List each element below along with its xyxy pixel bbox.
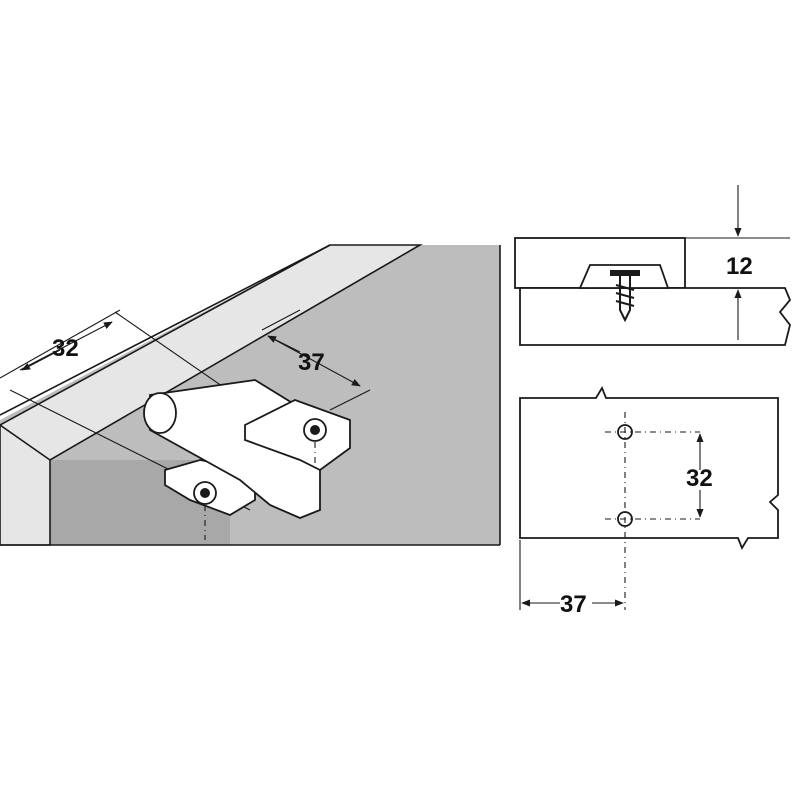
fitting-upper-flange — [244, 399, 351, 472]
fitting-cylinder-end — [143, 392, 177, 434]
fitting-3d — [143, 379, 351, 540]
ext-line-32-a — [0, 309, 121, 379]
plan-board — [519, 385, 779, 551]
perspective-view: 32 37 — [0, 244, 501, 546]
side-fitting-profile — [578, 264, 670, 289]
screw-head-lower — [200, 488, 210, 498]
dim-label-37-perspective: 37 — [298, 349, 325, 376]
screw-head-upper — [310, 425, 320, 435]
dim-arrow-32-right — [19, 321, 113, 371]
plan-view: 32 37 — [519, 385, 779, 618]
dim-label-12: 12 — [726, 253, 753, 280]
top-panel — [0, 244, 423, 461]
dim-arrow-37-left — [267, 335, 301, 353]
dim-label-32-plan: 32 — [686, 465, 713, 492]
dim-arrow-37-right — [267, 335, 361, 387]
ext-line-37-a — [261, 309, 301, 331]
dim-label-37-plan: 37 — [560, 591, 587, 618]
side-lower-board — [519, 287, 792, 346]
dim-arrow-32-left — [21, 349, 61, 371]
ext-line-37-b — [329, 389, 371, 411]
side-view: 12 — [514, 185, 792, 346]
side-screw-head — [610, 270, 640, 276]
panel-edge-line — [0, 244, 331, 416]
dim-label-32-perspective: 32 — [52, 335, 79, 362]
side-screw-shank — [615, 276, 635, 323]
